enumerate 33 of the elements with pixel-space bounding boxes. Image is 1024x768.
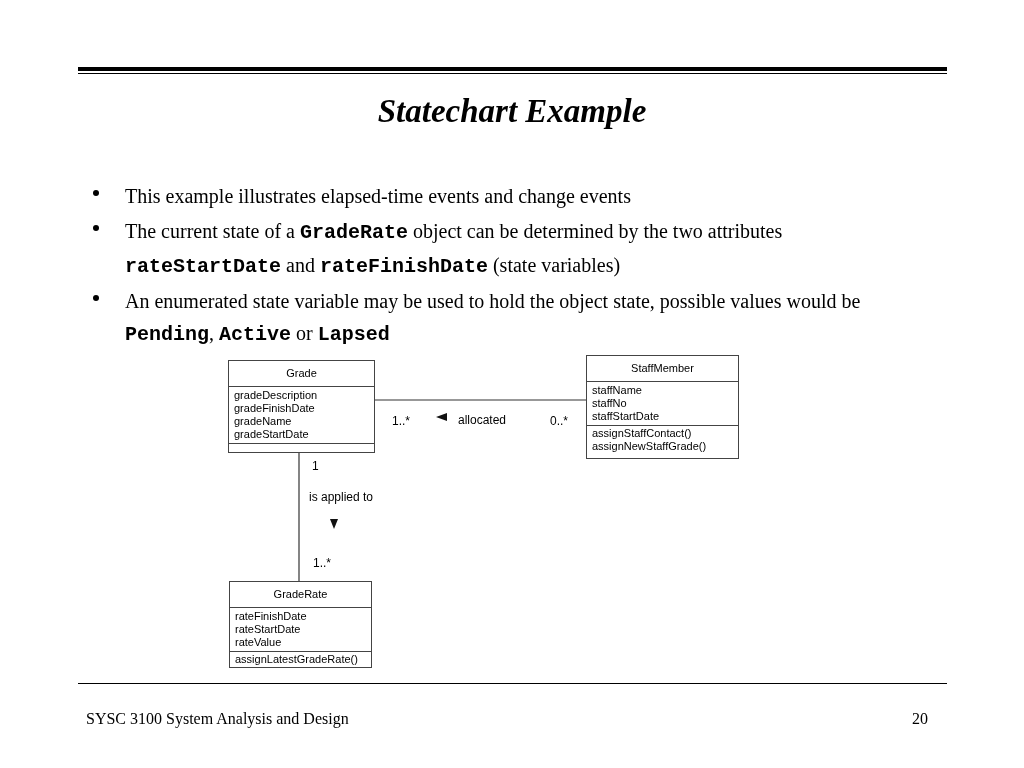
attribute-text: staffNo bbox=[592, 397, 628, 410]
class-name: StaffMember bbox=[631, 362, 694, 375]
attribute-text: rateValue bbox=[235, 636, 283, 649]
association-line bbox=[374, 399, 587, 401]
operation-text: assignStaffContact() bbox=[592, 427, 693, 440]
class-box bbox=[229, 581, 372, 668]
class-name: GradeRate bbox=[273, 588, 328, 601]
attribute-text: gradeStartDate bbox=[234, 428, 310, 441]
edge-label: is applied to bbox=[309, 490, 374, 504]
operation-text: assignNewStaffGrade() bbox=[592, 440, 708, 453]
bullet-text: The current state of a GradeRate object can be determined by the two attributes rateStartDate and rateFinishDate (state variables) bbox=[125, 219, 784, 280]
attribute-text: staffName bbox=[592, 384, 643, 397]
bullet-text: An enumerated state variable may be used to hold the object state, possible values would be Pending, Active or Lapsed bbox=[125, 289, 862, 348]
footer-text: 20 bbox=[912, 709, 928, 729]
attribute-text: rateFinishDate bbox=[235, 610, 308, 623]
attribute-text: gradeName bbox=[234, 415, 293, 428]
class-box bbox=[586, 355, 739, 459]
attribute-text: gradeDescription bbox=[234, 389, 319, 402]
slide-title: Statechart Example bbox=[376, 92, 648, 131]
attribute-text: staffStartDate bbox=[592, 410, 661, 423]
class-box bbox=[228, 360, 375, 453]
class-name: Grade bbox=[286, 367, 317, 380]
multiplicity-label: 0..* bbox=[550, 414, 568, 428]
bullet-text: This example illustrates elapsed-time events and change events bbox=[125, 184, 632, 210]
attribute-text: rateStartDate bbox=[235, 623, 302, 636]
association-line bbox=[298, 452, 300, 582]
footer-text: SYSC 3100 System Analysis and Design bbox=[86, 709, 349, 729]
attribute-text: gradeFinishDate bbox=[234, 402, 316, 415]
multiplicity-label: 1 bbox=[312, 459, 319, 473]
operation-text: assignLatestGradeRate() bbox=[235, 653, 359, 666]
multiplicity-label: 1..* bbox=[392, 414, 410, 428]
multiplicity-label: 1..* bbox=[313, 556, 331, 570]
edge-label: allocated bbox=[458, 413, 507, 427]
